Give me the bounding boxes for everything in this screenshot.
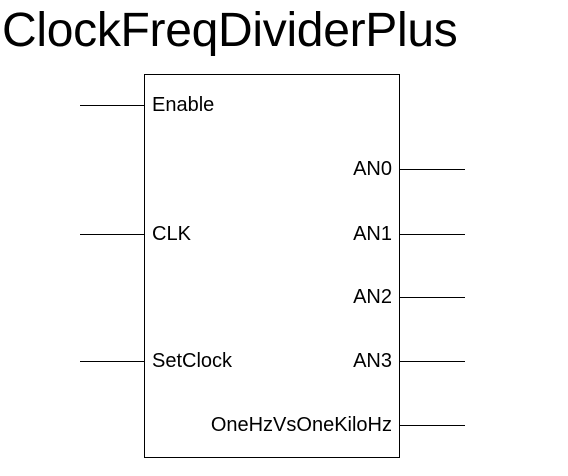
output-pin-an3-wire — [400, 361, 465, 362]
output-pin-onehz-wire — [400, 425, 465, 426]
output-pin-an0-wire — [400, 169, 465, 170]
component-block — [144, 74, 400, 458]
input-pin-enable-label: Enable — [152, 94, 215, 116]
output-pin-an2-wire — [400, 297, 465, 298]
input-pin-setclock-label: SetClock — [152, 350, 233, 372]
output-pin-onehz-label: OneHzVsOneKiloHz — [210, 414, 392, 436]
output-pin-an2-label: AN2 — [353, 286, 392, 308]
component-title: ClockFreqDividerPlus — [2, 4, 458, 57]
input-pin-enable-wire — [80, 105, 144, 106]
output-pin-an3-label: AN3 — [353, 350, 392, 372]
output-pin-an1-label: AN1 — [353, 223, 392, 245]
output-pin-an0-label: AN0 — [353, 158, 392, 180]
input-pin-setclock-wire — [80, 361, 144, 362]
input-pin-clk-wire — [80, 234, 144, 235]
output-pin-an1-wire — [400, 234, 465, 235]
input-pin-clk-label: CLK — [152, 223, 191, 245]
